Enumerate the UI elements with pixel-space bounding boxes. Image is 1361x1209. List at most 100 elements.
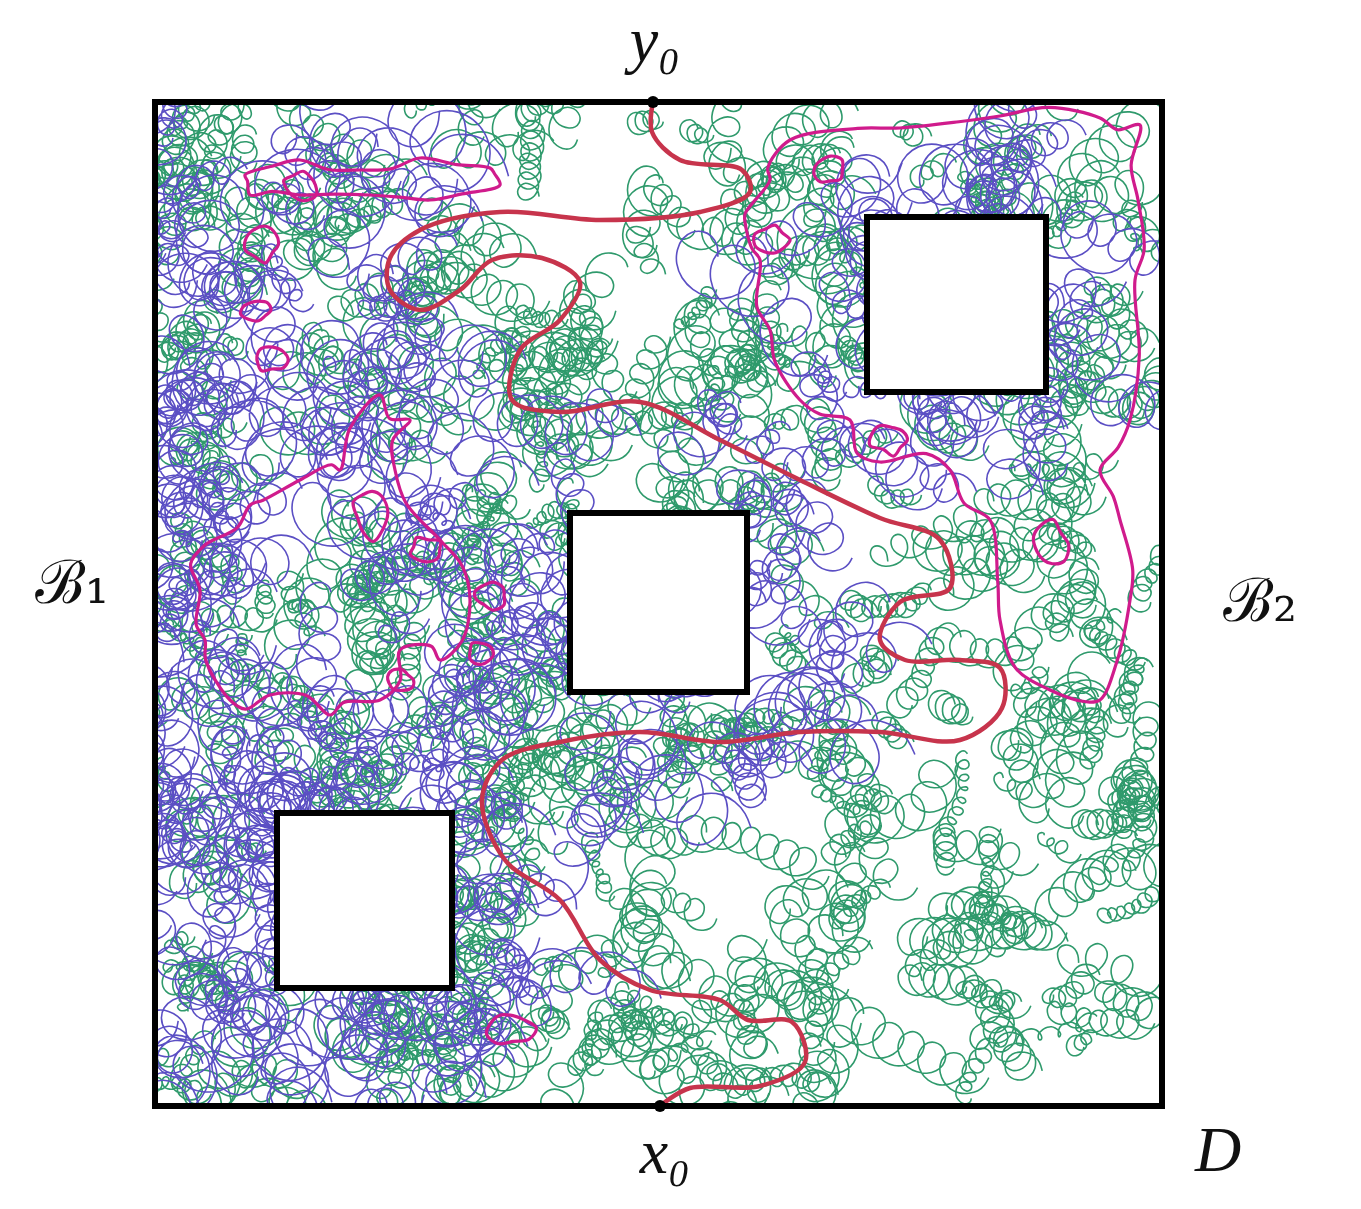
blue-loop (292, 483, 475, 570)
blue-loop (152, 253, 265, 310)
green-loop (1113, 760, 1158, 827)
magenta-loop (469, 642, 493, 664)
magenta-loop (257, 347, 288, 371)
green-loop (704, 715, 758, 740)
green-loop (774, 1023, 861, 1138)
magenta-loop (191, 395, 470, 715)
green-loop (613, 830, 675, 962)
blue-loop (1091, 375, 1203, 430)
blue-loop (767, 533, 846, 647)
green-loop (821, 759, 917, 900)
magenta-loop (388, 669, 414, 690)
green-loop (627, 111, 663, 135)
blue-loop (735, 667, 843, 736)
green-loop (974, 480, 1106, 525)
blue-loop (698, 390, 747, 447)
green-loop (1066, 558, 1099, 618)
green-loop (784, 225, 873, 266)
green-loop (832, 998, 989, 1094)
blue-loop (133, 245, 166, 266)
blue-loop (54, 862, 207, 965)
domain-border (155, 102, 1162, 1106)
blue-loop (1023, 412, 1068, 481)
magenta-loop (814, 156, 843, 182)
magenta-loop (240, 301, 271, 321)
green-loop (1040, 161, 1119, 249)
blue-loop (567, 741, 673, 845)
green-loop (1038, 833, 1081, 863)
green-loop (658, 722, 773, 787)
green-loop (829, 879, 890, 928)
blue-loop (587, 389, 627, 437)
green-loop (680, 816, 829, 890)
math-label: ℬ₁ (29, 550, 115, 614)
green-loop (928, 691, 972, 725)
green-loop (728, 349, 776, 391)
blue-loop (762, 528, 820, 584)
blue-loop (287, 582, 341, 717)
hole (867, 217, 1046, 392)
green-loop (492, 29, 626, 146)
green-loop (1084, 625, 1145, 670)
blue-loop (217, 948, 248, 1002)
green-loop (1066, 1030, 1097, 1056)
blue-loop (616, 701, 751, 845)
blue-loop (271, 125, 370, 203)
magenta-loop (284, 171, 317, 201)
green-loop (821, 821, 880, 865)
green-loop (913, 531, 1044, 593)
green-loop (1011, 667, 1049, 699)
blue-loop (262, 244, 314, 312)
blue-loop (179, 973, 288, 1034)
blue-loop (122, 666, 172, 774)
blue-loop (392, 692, 545, 772)
blue-loop (420, 732, 455, 800)
green-loop (812, 785, 867, 814)
green-loop (765, 405, 809, 429)
green-loop (452, 452, 522, 548)
math-label: D (1189, 1116, 1247, 1184)
blue-loop (301, 321, 371, 445)
green-loop (582, 833, 615, 902)
green-loop (1072, 809, 1134, 839)
green-loop (1097, 887, 1162, 923)
blue-loop (488, 567, 576, 678)
magenta-loop (869, 425, 907, 456)
blue-loop (928, 397, 999, 445)
green-loop (765, 970, 826, 1021)
blue-loop (114, 731, 184, 776)
blue-loop (420, 483, 477, 515)
blue-loop (983, 429, 1043, 499)
blue-loop (293, 782, 347, 814)
green-loop (452, 0, 484, 145)
math-label: ℬ₂ (1217, 568, 1303, 632)
green-loop (1046, 708, 1112, 828)
green-loop (255, 580, 275, 618)
magenta-loop (474, 582, 504, 610)
green-loop (732, 170, 783, 254)
green-loop (216, 334, 248, 360)
green-loop (851, 785, 897, 813)
blue-loop (121, 609, 169, 633)
magenta-loop (244, 226, 278, 263)
green-loop (489, 311, 616, 384)
green-loop (549, 66, 594, 149)
green-loop (65, 343, 182, 468)
green-loop (970, 1013, 1097, 1049)
magenta-loop (745, 107, 1145, 702)
marked-point (654, 1100, 666, 1112)
blue-loop (99, 852, 177, 905)
hole (570, 513, 747, 692)
green-loop (642, 946, 767, 1081)
green-loop (684, 298, 740, 422)
green-loop (1048, 523, 1096, 557)
hole (277, 813, 452, 988)
green-loop (887, 627, 954, 717)
magenta-loop (486, 1015, 536, 1044)
magenta-loop (410, 537, 441, 562)
blue-loop (773, 482, 814, 526)
green-loop (956, 518, 1015, 543)
math-label: x₀ (634, 1118, 697, 1186)
blue-loop (422, 1001, 486, 1105)
